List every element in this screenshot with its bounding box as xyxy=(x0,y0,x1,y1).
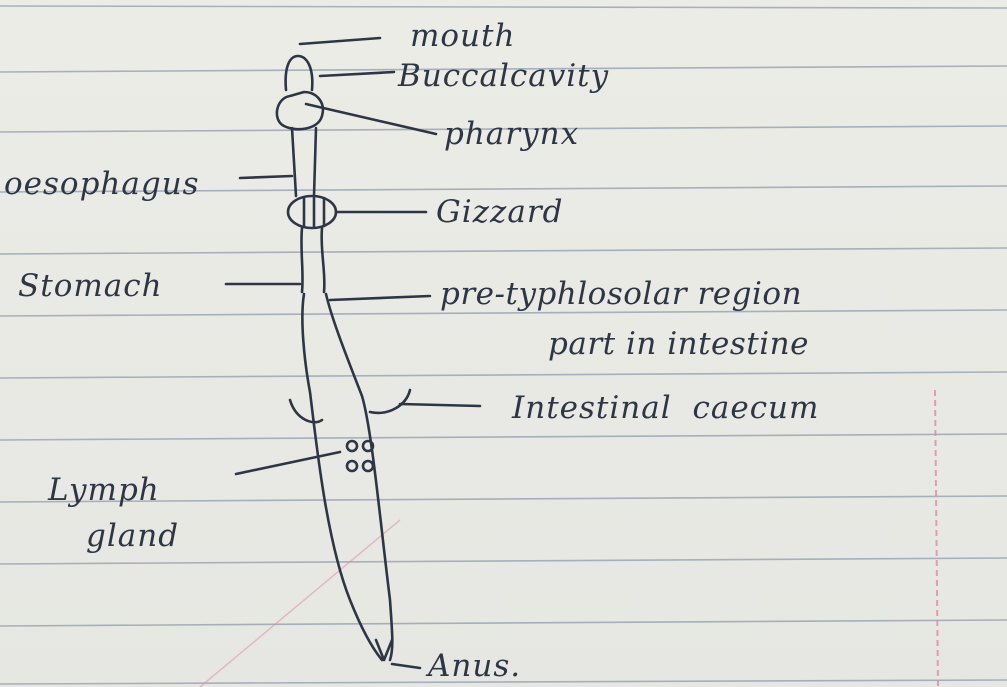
leader-buccal xyxy=(320,72,394,76)
label-gizzard: Gizzard xyxy=(436,194,564,230)
leader-caecum xyxy=(400,404,480,406)
label-lymph-gland-1: Lymph xyxy=(48,472,160,508)
label-stomach: Stomach xyxy=(18,268,163,304)
stomach-outline xyxy=(301,228,324,292)
leader-lymph xyxy=(236,452,340,474)
label-pre-typhlosolar-1: pre-typhlosolar region xyxy=(440,276,802,312)
leader-mouth xyxy=(300,38,380,44)
label-lymph-gland-2: gland xyxy=(86,518,179,554)
intestinal-caecum-right xyxy=(370,390,410,413)
leader-oesophagus xyxy=(240,176,292,178)
leader-anus xyxy=(392,664,420,668)
pharynx-outline xyxy=(292,128,316,196)
intestine-outline xyxy=(302,294,392,660)
label-oesophagus: oesophagus xyxy=(4,166,200,202)
gizzard-outline xyxy=(288,196,336,228)
lymph-gland-dot xyxy=(347,441,357,451)
label-intestinal-caecum: Intestinal caecum xyxy=(512,390,819,426)
label-pharynx: pharynx xyxy=(444,116,579,152)
leader-pharynx xyxy=(306,104,436,134)
intestinal-caecum-left xyxy=(290,400,322,422)
label-anus: Anus. xyxy=(428,648,521,684)
leader-pretyphlosolar xyxy=(330,296,430,300)
label-pre-typhlosolar-2: part in intestine xyxy=(548,326,809,362)
buccal-cavity-outline xyxy=(277,92,323,129)
mouth-outline xyxy=(286,56,313,90)
label-mouth: mouth xyxy=(410,18,515,54)
label-buccal-cavity: Buccalcavity xyxy=(398,58,609,94)
